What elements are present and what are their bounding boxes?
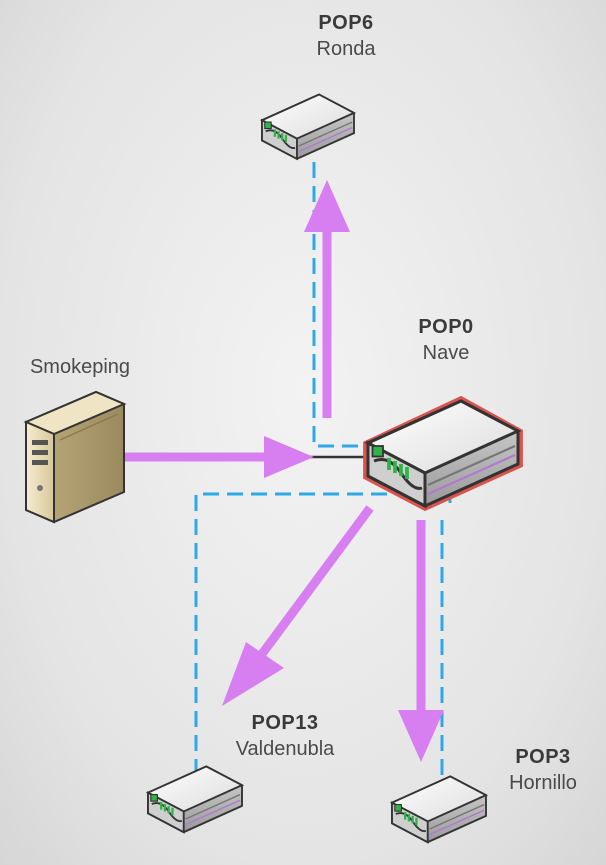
link-pop6-pop0 bbox=[312, 162, 370, 448]
router-icon[interactable] bbox=[390, 775, 488, 844]
router-icon[interactable] bbox=[363, 395, 523, 512]
pop3-place: Hornillo bbox=[509, 772, 577, 794]
pop6-code: POP6 bbox=[318, 12, 374, 34]
router-icon[interactable] bbox=[146, 765, 244, 834]
node-label-pop6: POP6 Ronda bbox=[296, 12, 396, 61]
pop0-place: Nave bbox=[422, 342, 470, 364]
node-label-pop13: POP13 Valdenubla bbox=[210, 712, 360, 761]
node-label-pop0: POP0 Nave bbox=[396, 316, 496, 365]
router-icon[interactable] bbox=[260, 93, 356, 161]
dashed-links bbox=[194, 162, 452, 775]
server-icon[interactable] bbox=[23, 390, 127, 524]
pop13-place: Valdenubla bbox=[235, 738, 335, 760]
arrow-to-pop13 bbox=[222, 505, 374, 706]
arrow-to-pop6 bbox=[304, 180, 350, 418]
pop3-code: POP3 bbox=[515, 746, 571, 768]
smokeping-place: Smokeping bbox=[29, 356, 131, 378]
arrow-smokeping-to-pop0 bbox=[120, 436, 314, 478]
pop6-place: Ronda bbox=[316, 38, 376, 60]
node-label-pop3: POP3 Hornillo bbox=[488, 746, 598, 795]
pop13-code: POP13 bbox=[251, 712, 319, 734]
pop0-code: POP0 bbox=[418, 316, 474, 338]
node-label-smokeping: Smokeping bbox=[10, 356, 150, 379]
arrow-to-pop3 bbox=[398, 520, 444, 762]
link-pop13-pop0 bbox=[194, 492, 452, 775]
